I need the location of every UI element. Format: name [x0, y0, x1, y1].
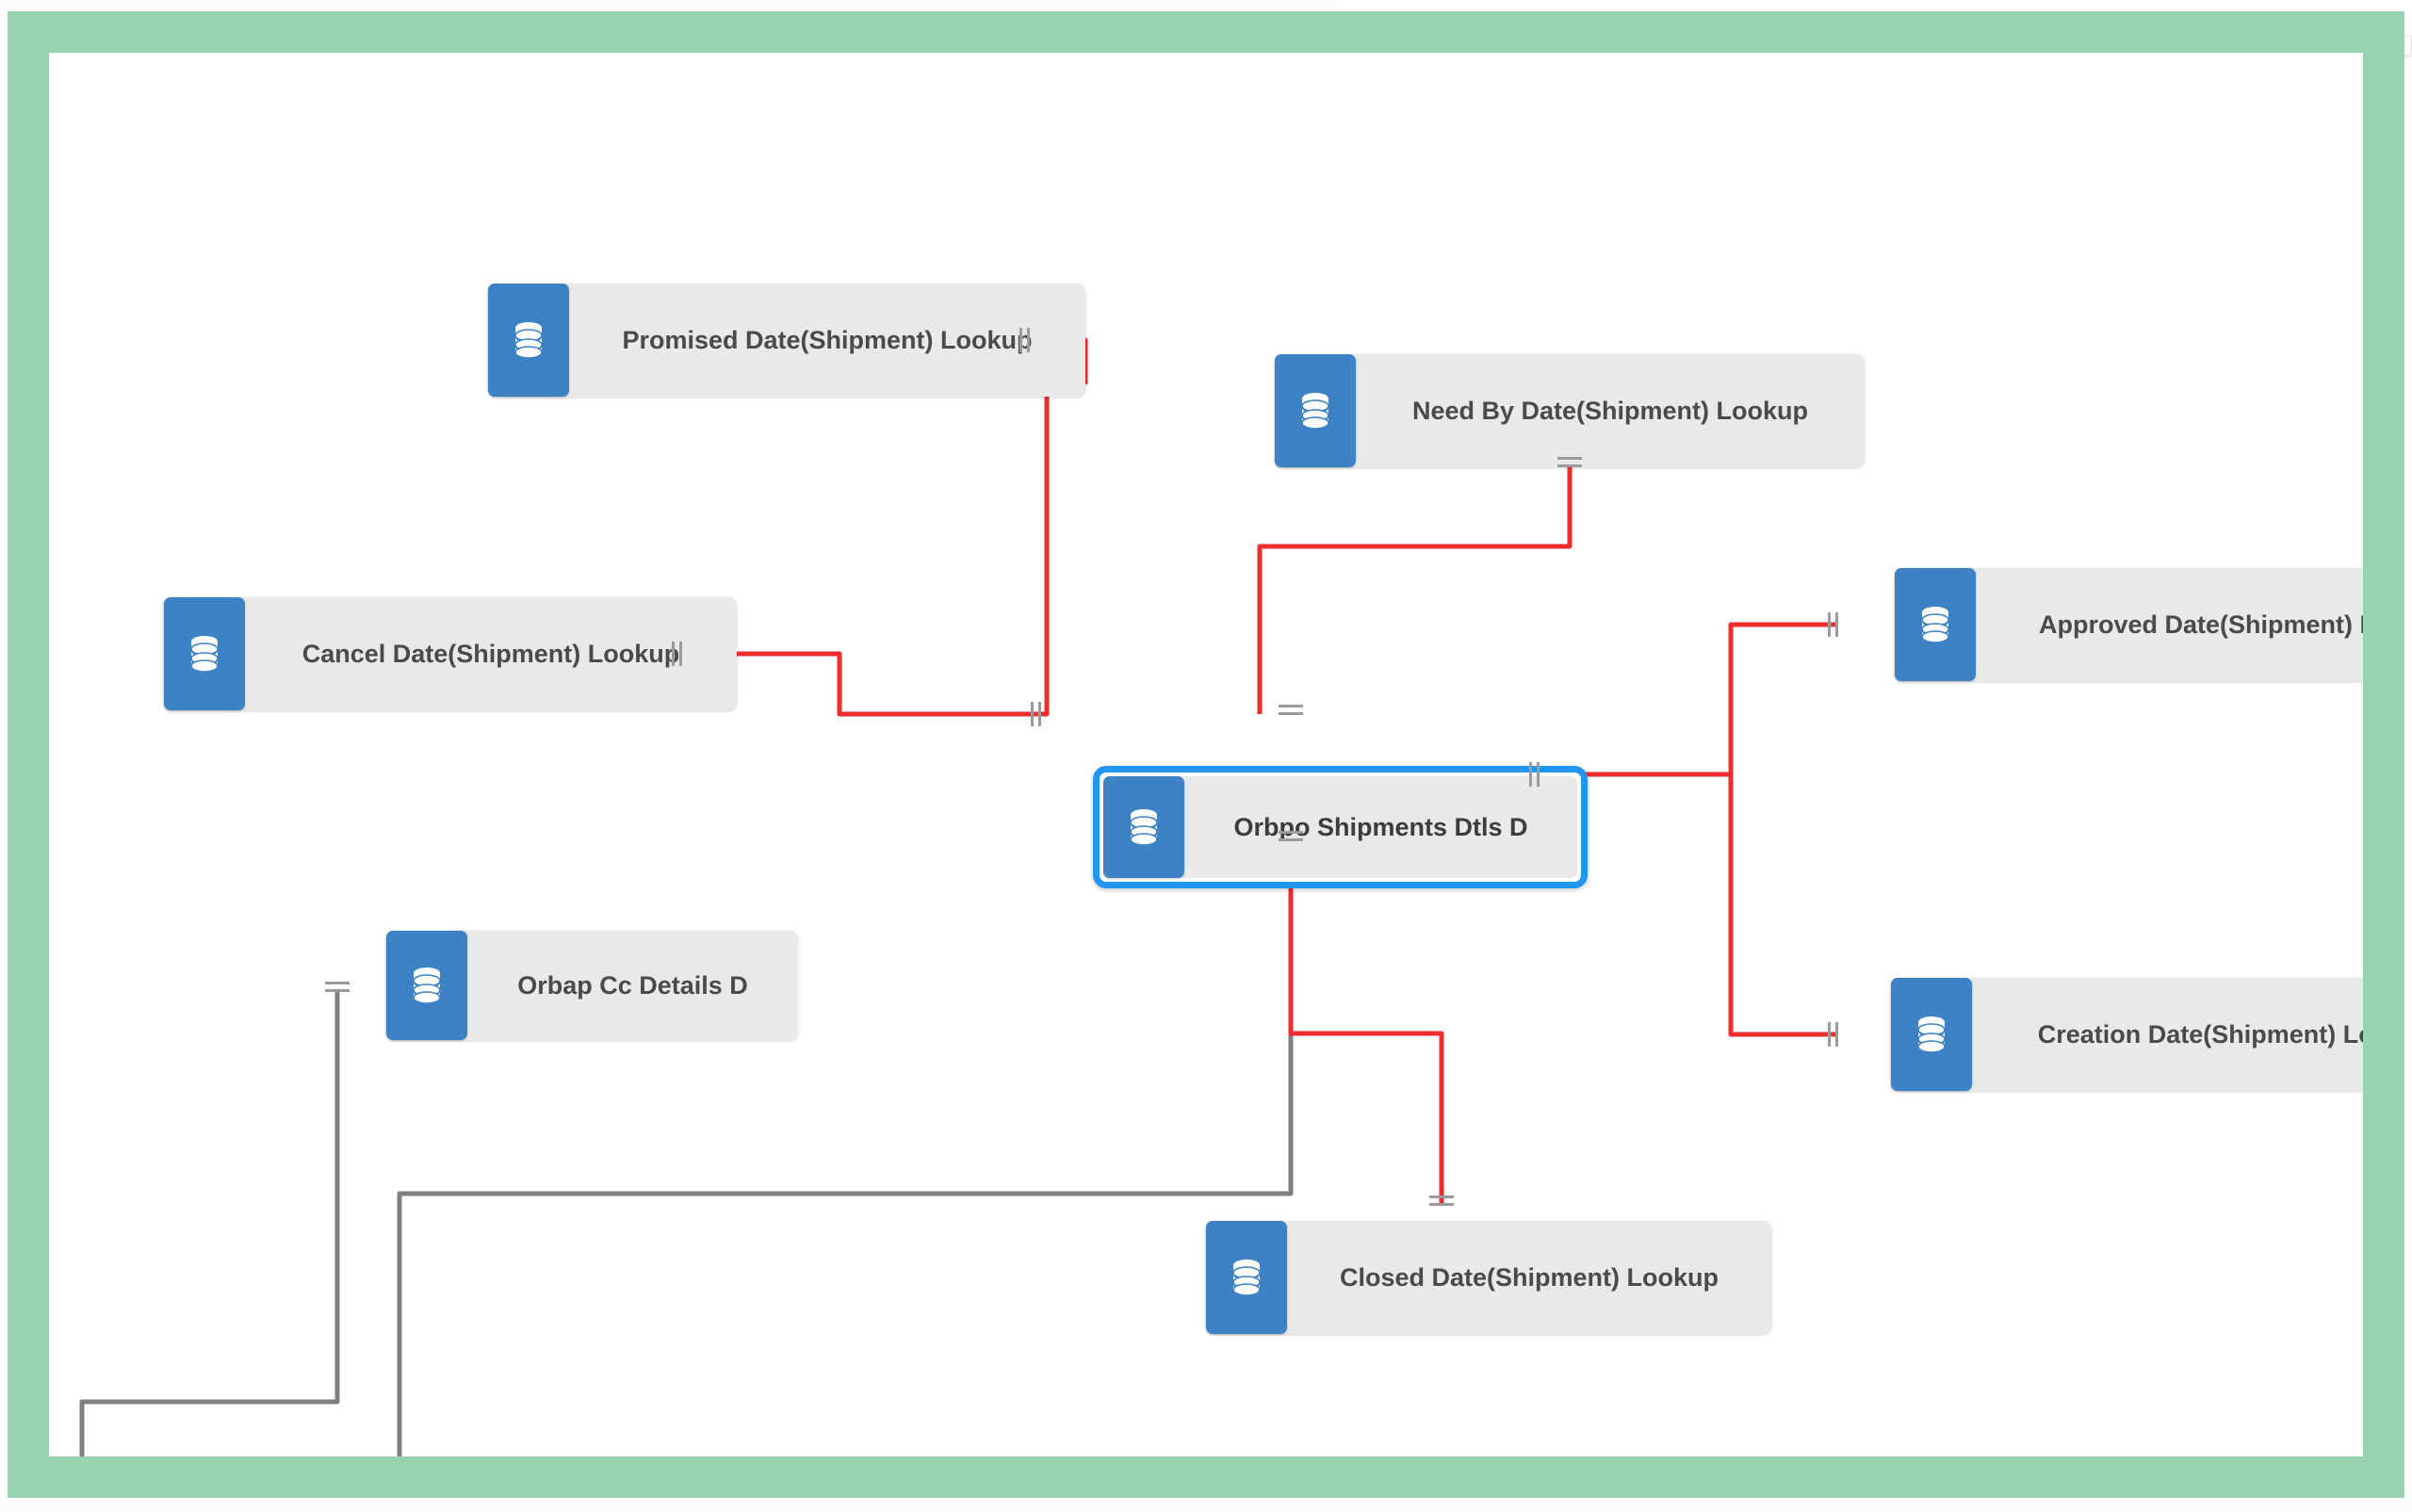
port-tick-cancel-right — [672, 642, 682, 666]
node-label: Approved Date(Shipment) Loo — [2039, 610, 2363, 639]
node-label: Orbap Cc Details D — [517, 970, 748, 1000]
database-cylinder-icon — [1232, 1260, 1261, 1296]
node-inner: Orbpo Shipments Dtls D — [1103, 776, 1577, 878]
node-label: Closed Date(Shipment) Lookup — [1339, 1262, 1719, 1292]
port-tick-orbpo-top — [1279, 705, 1303, 715]
top-toolbar — [1338, 0, 2412, 57]
database-cylinder-icon — [1130, 809, 1158, 846]
port-tick-orbap-bottom — [325, 982, 350, 992]
port-tick-approved-left — [1828, 612, 1838, 637]
node-label: Need By Date(Shipment) Lookup — [1411, 396, 1809, 425]
node-icon-tile — [1891, 978, 1972, 1091]
entity-node-orbpo-shipments-dtls-d[interactable]: Orbpo Shipments Dtls D — [1093, 766, 1588, 888]
database-cylinder-icon — [413, 967, 441, 1004]
database-cylinder-icon — [514, 322, 543, 359]
port-tick-closed-top — [1429, 1195, 1454, 1206]
edge-layer — [79, 337, 1836, 1456]
node-icon-tile — [488, 284, 569, 397]
entity-node-orbap-cc-details-d[interactable]: Orbap Cc Details D — [386, 931, 798, 1040]
node-label: Creation Date(Shipment) Look — [2037, 1019, 2363, 1049]
database-cylinder-icon — [1301, 393, 1329, 430]
node-label: Orbpo Shipments Dtls D — [1233, 812, 1528, 841]
node-icon-tile — [164, 597, 245, 710]
port-tick-orbpo-bottom — [1279, 831, 1303, 841]
entity-node-cancel-date[interactable]: Cancel Date(Shipment) Lookup — [164, 597, 737, 710]
node-icon-tile — [1895, 568, 1976, 681]
port-tick-promised-right — [1019, 328, 1030, 352]
edge-orbpo-down — [397, 837, 1294, 1456]
node-icon-tile — [1206, 1221, 1287, 1334]
edge-orbpo-to-approved — [1728, 622, 1836, 774]
database-cylinder-icon — [1917, 1016, 1946, 1053]
entity-node-approved-date[interactable]: Approved Date(Shipment) Loo — [1895, 568, 2363, 681]
database-cylinder-icon — [190, 636, 219, 673]
edge-orbap-down — [79, 991, 340, 1456]
entity-node-need-by-date[interactable]: Need By Date(Shipment) Lookup — [1275, 354, 1865, 467]
edge-orbpo-to-creation — [1728, 774, 1836, 1037]
node-icon-tile — [1275, 354, 1356, 467]
port-tick-orbpo-right — [1529, 762, 1540, 787]
edge-cancel-to-orbpo — [682, 651, 1036, 717]
port-tick-creation-left — [1828, 1022, 1838, 1047]
node-icon-tile — [1103, 776, 1184, 878]
node-label: Cancel Date(Shipment) Lookup — [302, 639, 680, 668]
port-tick-needby-bottom — [1557, 457, 1582, 467]
entity-node-creation-date[interactable]: Creation Date(Shipment) Look — [1891, 978, 2363, 1091]
entity-node-closed-date[interactable]: Closed Date(Shipment) Lookup — [1206, 1221, 1771, 1334]
node-icon-tile — [386, 931, 467, 1040]
edge-orbpo-to-closed — [1288, 837, 1444, 1206]
database-cylinder-icon — [1921, 607, 1949, 643]
edge-needby-to-orbpo — [1257, 467, 1573, 714]
node-label: Promised Date(Shipment) Lookup — [622, 325, 1033, 354]
entity-node-promised-date[interactable]: Promised Date(Shipment) Lookup — [488, 284, 1085, 397]
port-tick-orbpo-left — [1031, 702, 1041, 726]
